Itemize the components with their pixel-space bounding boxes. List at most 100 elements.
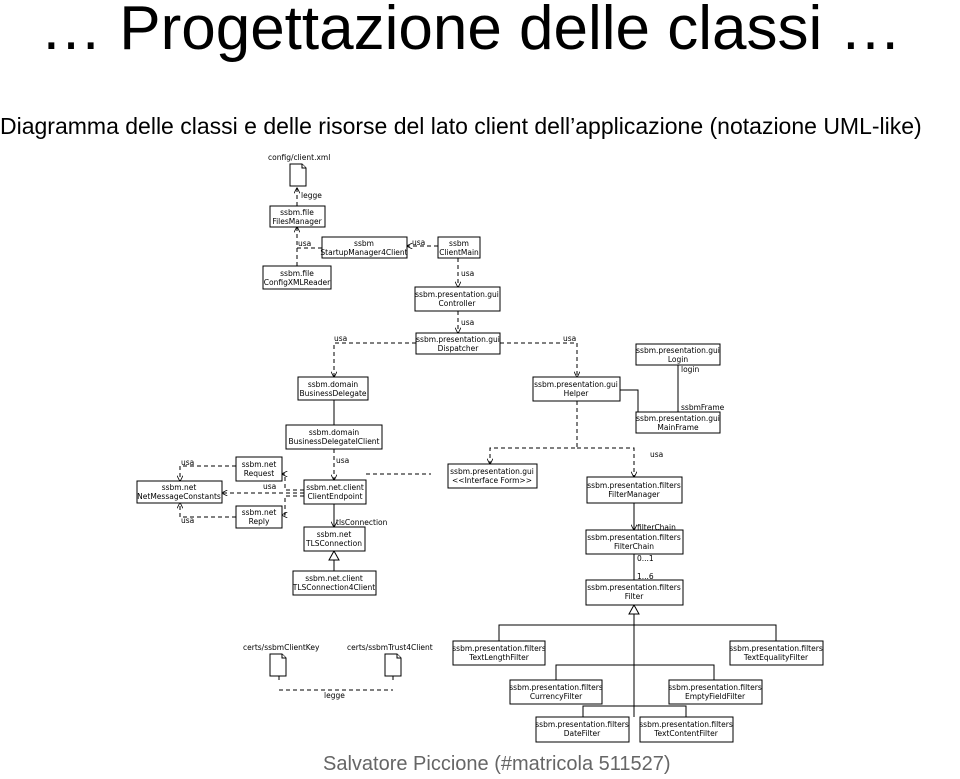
edge-label-legge: legge <box>301 191 322 200</box>
svg-text:TextLengthFilter: TextLengthFilter <box>468 653 530 662</box>
svg-text:ssbm.net: ssbm.net <box>317 530 352 539</box>
svg-text:TextEqualityFilter: TextEqualityFilter <box>743 653 809 662</box>
edge-label-multiplicity: 0...1 <box>637 554 654 563</box>
svg-text:ssbm.presentation.filters: ssbm.presentation.filters <box>587 533 681 542</box>
svg-text:BusinessDelegateIClient: BusinessDelegateIClient <box>289 437 380 446</box>
edge-label-usa: usa <box>181 458 194 467</box>
class-currency-filter: ssbm.presentation.filters CurrencyFilter <box>509 679 603 705</box>
class-client-endpoint: ssbm.net.client ClientEndpoint <box>303 479 367 505</box>
svg-text:EmptyFieldFilter: EmptyFieldFilter <box>685 692 746 701</box>
svg-text:Reply: Reply <box>249 517 270 526</box>
class-business-delegate-client: ssbm.domain BusinessDelegateIClient <box>285 424 383 450</box>
class-text-length-filter: ssbm.presentation.filters TextLengthFilt… <box>452 640 546 666</box>
class-helper: ssbm.presentation.gui Helper <box>532 376 621 402</box>
class-tls-connection: ssbm.net TLSConnection <box>303 526 366 552</box>
class-filter-manager: ssbm.presentation.filters FilterManager <box>586 476 683 504</box>
class-tls-connection-4-client: ssbm.net.client TLSConnection4Client <box>292 570 377 596</box>
svg-text:ssbm.net: ssbm.net <box>242 460 277 469</box>
svg-text:ssbm.net.client: ssbm.net.client <box>306 483 364 492</box>
class-files-manager: ssbm.file FilesManager <box>269 205 326 228</box>
edge-label-usa: usa <box>650 450 663 459</box>
svg-text:ssbm.domain: ssbm.domain <box>308 380 359 389</box>
svg-text:Dispatcher: Dispatcher <box>438 344 480 353</box>
file-icon-certs-client-key: certs/ssbmClientKey <box>243 643 320 677</box>
svg-text:Login: Login <box>668 355 688 364</box>
edge-label-usa: usa <box>334 334 347 343</box>
svg-text:<<Interface Form>>: <<Interface Form>> <box>452 476 532 485</box>
svg-text:ssbm.file: ssbm.file <box>280 269 314 278</box>
svg-text:ssbm.file: ssbm.file <box>280 208 314 217</box>
svg-text:MainFrame: MainFrame <box>657 423 699 432</box>
svg-text:NetMessageConstants: NetMessageConstants <box>137 492 221 501</box>
svg-text:ssbm: ssbm <box>449 239 469 248</box>
svg-text:ssbm.presentation.filters: ssbm.presentation.filters <box>509 683 603 692</box>
svg-text:FilterChain: FilterChain <box>614 542 654 551</box>
file-label: certs/ssbmTrust4Client <box>347 643 433 652</box>
svg-text:ssbm.net.client: ssbm.net.client <box>305 574 363 583</box>
svg-text:ssbm.presentation.gui: ssbm.presentation.gui <box>636 414 720 423</box>
svg-text:ClientEndpoint: ClientEndpoint <box>307 492 362 501</box>
edge-labels: legge usa usa usa usa usa usa login ssbm… <box>181 191 725 700</box>
class-client-main: ssbm ClientMain <box>437 236 481 259</box>
svg-text:ssbm.presentation.filters: ssbm.presentation.filters <box>729 644 823 653</box>
edge-label-usa: usa <box>412 238 425 247</box>
class-main-frame: ssbm.presentation.gui MainFrame <box>635 411 721 434</box>
file-label: config/client.xml <box>268 153 330 162</box>
svg-text:Controller: Controller <box>439 299 477 308</box>
edge-label-usa: usa <box>461 269 474 278</box>
svg-text:BusinessDelegate: BusinessDelegate <box>299 389 366 398</box>
svg-text:ClientMain: ClientMain <box>439 248 479 257</box>
class-empty-field-filter: ssbm.presentation.filters EmptyFieldFilt… <box>668 679 763 705</box>
svg-text:ssbm: ssbm <box>354 239 374 248</box>
svg-text:Request: Request <box>244 469 275 478</box>
svg-text:ssbm.presentation.gui: ssbm.presentation.gui <box>450 467 534 476</box>
class-text-equality-filter: ssbm.presentation.filters TextEqualityFi… <box>729 640 824 666</box>
page-title: … Progettazione delle classi … <box>40 0 902 63</box>
svg-text:ssbm.net: ssbm.net <box>242 508 277 517</box>
file-icon-config-client-xml: config/client.xml <box>268 153 330 187</box>
svg-text:Helper: Helper <box>564 389 590 398</box>
edge-label-legge: legge <box>324 691 345 700</box>
svg-text:TLSConnection: TLSConnection <box>305 539 362 548</box>
edge-label-usa: usa <box>461 318 474 327</box>
class-filter: ssbm.presentation.filters Filter <box>585 579 684 606</box>
svg-text:TLSConnection4Client: TLSConnection4Client <box>292 583 376 592</box>
edge-label-multiplicity: 1...6 <box>637 572 654 581</box>
svg-text:FilterManager: FilterManager <box>608 490 660 499</box>
class-config-xml-reader: ssbm.file ConfigXMLReader <box>262 265 332 290</box>
edge-label-usa: usa <box>563 334 576 343</box>
class-business-delegate: ssbm.domain BusinessDelegate <box>297 376 369 401</box>
page-subtitle: Diagramma delle classi e delle risorse d… <box>0 113 922 139</box>
svg-text:ssbm.presentation.gui: ssbm.presentation.gui <box>415 290 499 299</box>
svg-text:Filter: Filter <box>625 592 644 601</box>
svg-text:ssbm.presentation.gui: ssbm.presentation.gui <box>636 346 720 355</box>
edge-label-usa: usa <box>298 239 311 248</box>
class-startup-manager: ssbm StartupManager4Client <box>320 236 408 259</box>
svg-text:ssbm.presentation.filters: ssbm.presentation.filters <box>587 583 681 592</box>
svg-text:ssbm.presentation.filters: ssbm.presentation.filters <box>535 720 629 729</box>
class-controller: ssbm.presentation.gui Controller <box>414 286 501 312</box>
svg-text:ssbm.presentation.filters: ssbm.presentation.filters <box>668 683 762 692</box>
class-login: ssbm.presentation.gui Login <box>635 343 721 366</box>
svg-text:DateFilter: DateFilter <box>564 729 601 738</box>
class-text-content-filter: ssbm.presentation.filters TextContentFil… <box>639 716 734 743</box>
edge-label-usa: usa <box>336 456 349 465</box>
class-date-filter: ssbm.presentation.filters DateFilter <box>535 716 630 743</box>
svg-text:ssbm.domain: ssbm.domain <box>309 428 360 437</box>
edge-label-usa: usa <box>263 482 276 491</box>
svg-text:ssbm.presentation.gui: ssbm.presentation.gui <box>534 380 618 389</box>
svg-text:TextContentFilter: TextContentFilter <box>653 729 718 738</box>
class-reply: ssbm.net Reply <box>235 505 283 529</box>
svg-text:ssbm.net: ssbm.net <box>162 483 197 492</box>
svg-text:CurrencyFilter: CurrencyFilter <box>530 692 583 701</box>
class-dispatcher: ssbm.presentation.gui Dispatcher <box>415 332 501 355</box>
svg-text:FilesManager: FilesManager <box>272 217 322 226</box>
class-request: ssbm.net Request <box>235 456 283 482</box>
edge-label-ssbmframe: ssbmFrame <box>681 403 725 412</box>
svg-text:ssbm.presentation.filters: ssbm.presentation.filters <box>587 481 681 490</box>
page-footer: Salvatore Piccione (#matricola 511527) <box>323 753 671 775</box>
edge-label-usa: usa <box>181 516 194 525</box>
svg-text:ConfigXMLReader: ConfigXMLReader <box>264 278 331 287</box>
file-label: certs/ssbmClientKey <box>243 643 320 652</box>
